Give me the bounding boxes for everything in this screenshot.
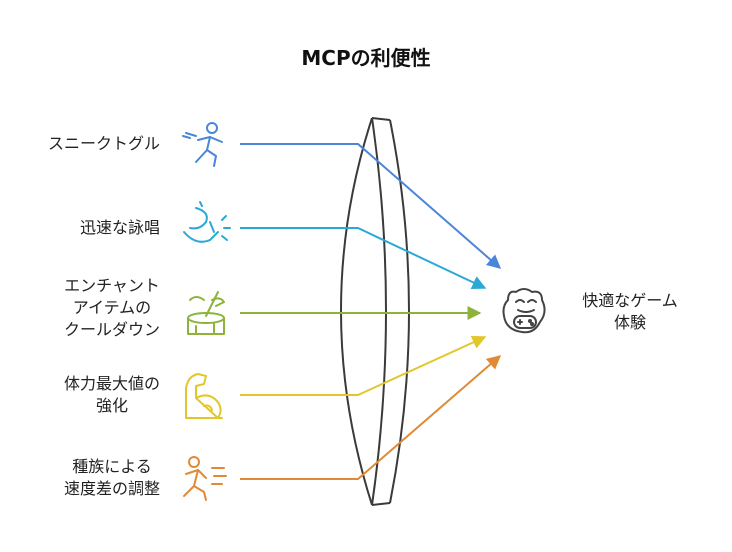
output-label-line: 体験	[613, 313, 646, 332]
output-label-game-experience: 快適なゲーム 体験	[560, 290, 700, 334]
input-label-line: 種族による	[72, 457, 152, 476]
flexing-arm-icon	[185, 373, 223, 419]
speed-runner-icon	[183, 456, 227, 501]
input-label-line: 迅速な詠唱	[79, 218, 160, 237]
input-label-sneak-toggle: スニークトグル	[48, 133, 160, 155]
input-label-enchant-cooldown: エンチャント アイテムの クールダウン	[64, 275, 160, 341]
connector-sneak-toggle	[240, 143, 502, 269]
input-label-line: エンチャント	[64, 276, 160, 295]
diagram-title: MCPの利便性	[301, 46, 431, 70]
input-label-race-speed: 種族による 速度差の調整	[64, 456, 160, 500]
connector-max-health	[240, 335, 487, 396]
input-label-line: 速度差の調整	[63, 479, 160, 498]
running-person-icon	[182, 122, 223, 167]
magic-hand-icon	[183, 201, 231, 243]
connector-race-speed	[240, 355, 502, 480]
input-label-line: スニークトグル	[47, 134, 160, 153]
input-label-line: 体力最大値の	[63, 374, 160, 393]
input-label-max-health: 体力最大値の 強化	[64, 373, 160, 417]
input-label-fast-cast: 迅速な詠唱	[80, 217, 160, 239]
input-label-line: アイテムの	[72, 298, 152, 317]
input-label-line: クールダウン	[63, 320, 160, 339]
lens	[340, 117, 410, 506]
output-label-line: 快適なゲーム	[582, 291, 678, 310]
input-label-line: 強化	[95, 396, 128, 415]
axe-stump-icon	[187, 291, 225, 335]
gamer-face-icon	[502, 288, 546, 334]
connector-fast-cast	[240, 227, 487, 289]
